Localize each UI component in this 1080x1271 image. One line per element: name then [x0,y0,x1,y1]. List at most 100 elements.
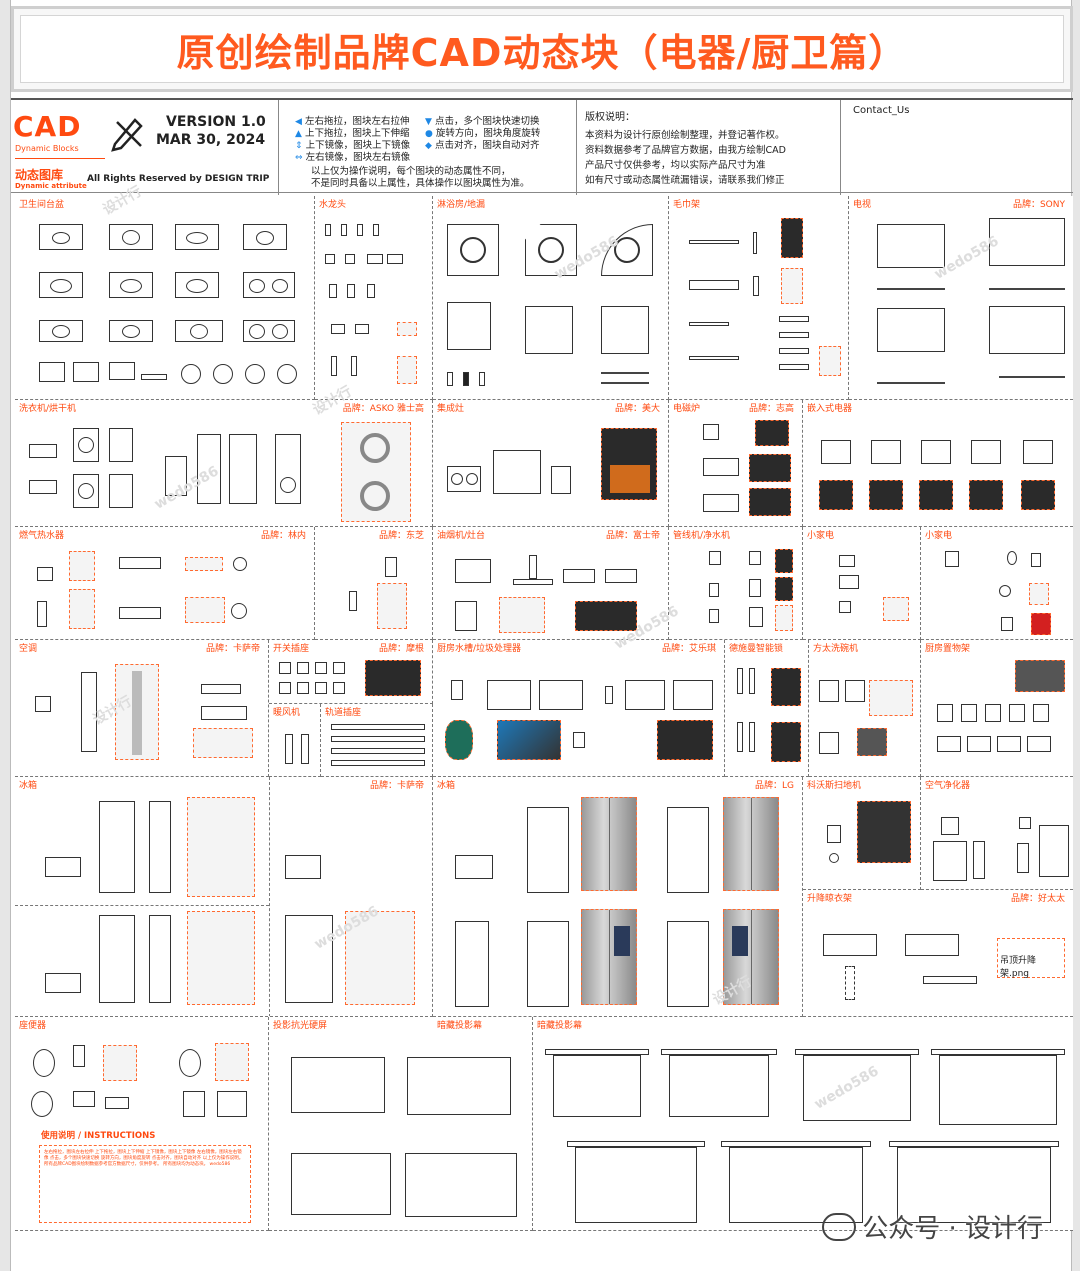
disposer-photo [445,720,473,760]
tv-side-view [989,288,1065,290]
clothes-rack-block [823,934,877,956]
projector-housing-block [931,1049,1065,1055]
washer-block [109,428,133,462]
projector-screen-block [939,1055,1057,1125]
faucet-block [357,224,363,236]
section-label: 德施曼智能锁 [729,644,784,654]
brand-label: 品牌：ASKO 雅士高 [342,404,424,414]
section-label: 集成灶 [437,404,465,414]
divider [15,905,269,906]
projector-housing-block [721,1141,871,1147]
fridge-photo [723,797,779,891]
section-water-purifier: 管线机/净水机 [669,527,803,640]
rack-block [967,736,991,752]
fridge-photo [723,909,779,1005]
heater-photo [377,583,407,629]
toilet-block [183,1091,205,1117]
washer-photo [341,422,411,522]
section-label: 毛巾架 [673,200,701,210]
appliance-block [839,555,855,567]
section-washer: 洗衣机/烘干机 品牌：ASKO 雅士高 [15,400,433,527]
toilet-block [33,1049,55,1077]
robot-block [829,853,839,863]
fridge-block [149,801,171,893]
washer-block [73,428,99,462]
version-date: MAR 30, 2024 [156,132,266,148]
appliance-photo [1029,583,1049,605]
sink-block [573,732,585,748]
appliance-block [1001,617,1013,631]
robot-photo [857,801,911,863]
fridge-block [455,921,489,1007]
basin-block [175,224,219,250]
purifier-photo [775,577,793,601]
section-label: 厨房置物架 [925,644,971,654]
sink-photo [657,720,713,760]
basin-block [175,320,223,342]
fridge-block [285,915,333,1003]
basin-block [175,272,219,298]
ac-photo [115,664,159,760]
instr-note: 以上仅为操作说明，每个图块的动态属性不同， [311,166,511,177]
section-label: 空气净化器 [925,781,971,791]
section-tv: 电视 品牌：SONY [849,196,1073,400]
switch-block [333,682,345,694]
projector-screen-block [407,1057,511,1115]
instructions-block: ◀ 左右拖拉，图块左右拉伸 ▲ 上下拖拉，图块上下伸缩 ⇕ 上下镜像，图块上下镜… [279,100,577,195]
towel-rack-block [689,240,739,244]
logo-divider [15,158,105,159]
section-smart-lock: 德施曼智能锁 [725,640,809,777]
faucet-photo [397,322,417,336]
faucet-block [329,284,337,298]
toilet-block [217,1091,247,1117]
purifier-photo [775,549,793,573]
faucet-block [325,224,331,236]
lock-block [749,722,755,752]
projector-screen-block [729,1147,863,1223]
clothes-rack-block [905,934,959,956]
section-fan: 暖风机 [269,704,321,777]
rights: All Rights Reserved by DESIGN TRIP [87,174,270,184]
faucet-block [331,324,345,334]
rack-block [997,736,1021,752]
rack-block [985,704,1001,722]
purifier-block [749,551,761,565]
rail-block [331,760,425,766]
sink-block [673,680,713,710]
section-shower: 淋浴房/地漏 [433,196,669,400]
fridge-block [667,807,709,893]
round-basin-block [277,364,297,384]
section-label: 暗藏投影幕 [437,1021,483,1029]
basin-block [243,224,287,250]
lock-photo [771,722,801,762]
clothes-rack-block [845,966,855,1000]
version: VERSION 1.0 [166,114,266,130]
heater-block [231,603,247,619]
faucet-block [351,356,357,376]
switch-photo [365,660,421,696]
cad-logo: CAD [13,110,82,143]
purifier-photo [775,605,793,631]
section-label: 厨房水槽/垃圾处理器 [437,644,522,654]
dishwasher-photo [857,728,887,756]
projector-screen-block [291,1057,385,1113]
heater-photo [185,557,223,571]
drain-line [601,382,649,384]
instr-item: ▲ 上下拖拉，图块上下伸缩 [295,128,410,139]
shower-tray-block [601,306,649,354]
switch-block [279,662,291,674]
section-small-appliance-2: 小家电 [921,527,1073,640]
induction-block [703,424,719,440]
section-dishwasher: 方太洗碗机 [809,640,921,777]
divider [269,777,270,1016]
oven-photo [969,480,1003,510]
flip-vertical-icon: ⇕ [295,141,303,151]
tv-block [877,308,945,352]
brand-label: 品牌：志高 [748,404,794,414]
section-clothes-rack: 升降晾衣架 品牌：好太太 吊顶升降架.png [803,890,1073,1017]
shower-block [601,224,653,276]
heater-block [233,557,247,571]
purifier-block [1039,825,1069,877]
stove-block [493,450,541,494]
projector-screen-block [669,1055,769,1117]
